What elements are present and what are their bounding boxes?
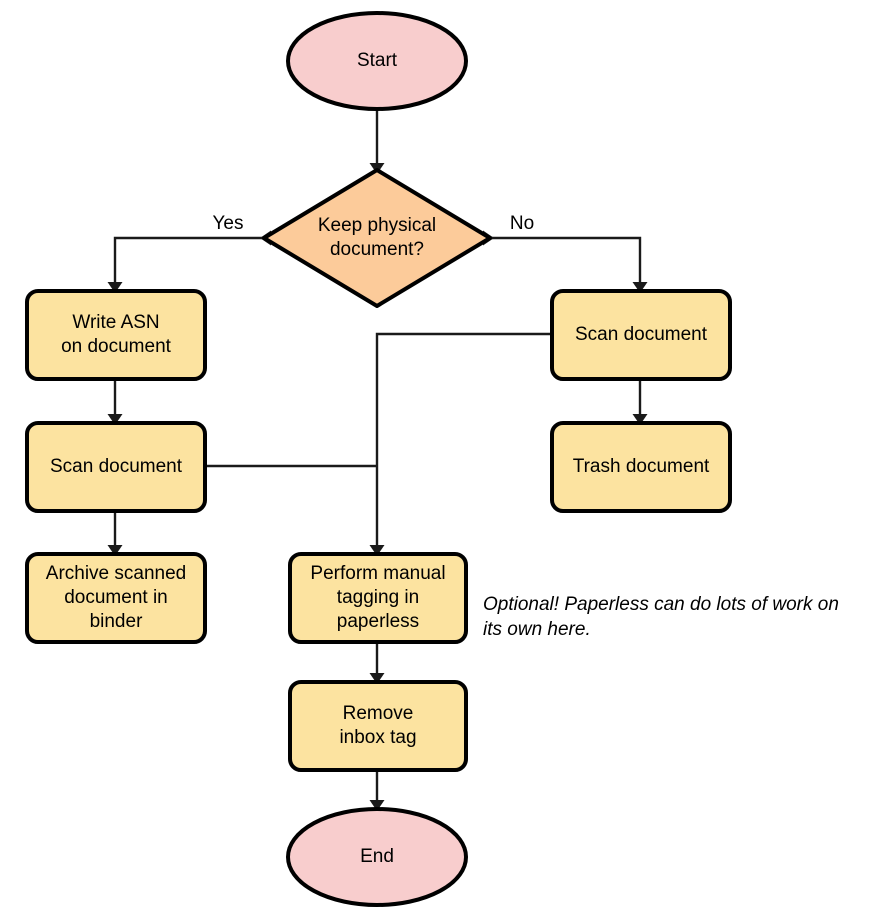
edge-path xyxy=(113,236,262,285)
edge-path xyxy=(492,236,642,285)
annotations-layer: Optional! Paperless can do lots of work … xyxy=(483,594,839,640)
arrowhead-icon xyxy=(107,414,123,425)
decision-shape xyxy=(262,168,492,308)
edge-scan-right-to-tagging xyxy=(369,332,552,556)
arrowhead-icon xyxy=(369,545,385,556)
node-label: Scan document xyxy=(575,324,708,345)
edge-decision-no: No xyxy=(483,213,648,293)
node-label: Scan document xyxy=(50,456,183,477)
annotation-optional-note: Optional! Paperless can do lots of work … xyxy=(483,594,839,640)
node-scan-document-right[interactable]: Scan document xyxy=(550,289,732,381)
process-shape xyxy=(25,552,207,644)
process-shape xyxy=(288,552,468,644)
edge-start-to-decision xyxy=(369,109,385,174)
arrowhead-icon xyxy=(632,414,648,425)
terminator-shape xyxy=(286,11,468,111)
arrowhead-icon xyxy=(369,673,385,684)
process-shape xyxy=(25,289,207,381)
node-label: End xyxy=(360,846,394,867)
node-label: Start xyxy=(357,50,398,71)
terminator-shape xyxy=(286,807,468,907)
arrowhead-icon xyxy=(369,800,385,811)
node-scan-document-left[interactable]: Scan document xyxy=(25,421,207,513)
process-shape xyxy=(25,421,207,513)
arrowhead-icon xyxy=(107,282,123,293)
edge-scan-right-to-trash xyxy=(632,379,648,425)
edge-label-decision-no: No xyxy=(510,213,534,234)
process-shape xyxy=(550,289,732,381)
arrowhead-icon xyxy=(632,282,648,293)
edge-decision-yes: Yes xyxy=(107,213,271,293)
edge-write-asn-to-scan-left xyxy=(107,379,123,425)
edge-tagging-to-remove-tag xyxy=(369,642,385,684)
edge-label-decision-yes: Yes xyxy=(213,213,244,234)
edge-scan-left-to-archive xyxy=(107,511,123,556)
edges-layer: Yes No xyxy=(107,109,648,811)
node-label: Trash document xyxy=(573,456,710,477)
edge-path xyxy=(375,332,552,548)
node-end[interactable]: End xyxy=(286,807,468,907)
process-shape xyxy=(288,680,468,772)
node-start[interactable]: Start xyxy=(286,11,468,111)
node-trash-document[interactable]: Trash document xyxy=(550,421,732,513)
process-shape xyxy=(550,421,732,513)
arrowhead-icon xyxy=(107,545,123,556)
edge-remove-tag-to-end xyxy=(369,770,385,811)
